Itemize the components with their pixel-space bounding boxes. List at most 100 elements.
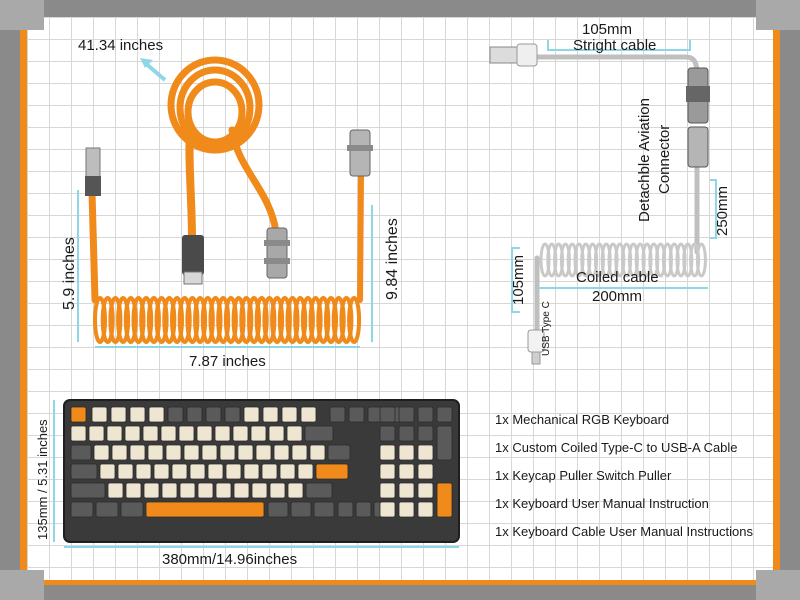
aviation-label: Detachble Aviation [636,98,653,222]
keycap [179,482,196,499]
keycap [255,444,272,461]
keycap [251,482,268,499]
coil-loop [231,296,246,344]
keycap [189,463,206,480]
keycap [125,482,142,499]
keycap [398,425,415,442]
coil-loop [347,296,362,344]
corner-top-right [756,0,800,30]
usb-c-plug-icon [85,147,101,196]
keycap [106,425,123,442]
coil-loop [293,296,308,344]
keycap [70,406,87,423]
keycap [201,444,218,461]
keycap [225,463,242,480]
coil-loop [285,296,300,344]
coil-loop [193,296,208,344]
keycap [167,406,184,423]
keycap [178,425,195,442]
orange-coiled-cable [88,56,364,304]
coil-loop [316,296,331,344]
keycap [379,444,396,461]
keycap [214,425,231,442]
list-item: 1x Mechanical RGB Keyboard [495,412,670,427]
coil-loop [262,296,277,344]
keycap [135,463,152,480]
keycap [417,482,434,499]
keycap [398,463,415,480]
coil-loop [162,296,177,344]
keycap [215,482,232,499]
coil-segment [93,296,362,344]
coil-loop [277,296,292,344]
corner-bottom-right [756,570,800,600]
keycap [107,482,124,499]
keycap [398,501,415,518]
coil-loop [247,296,261,344]
keycap [142,425,159,442]
arrow-up-left-icon [140,58,167,82]
keycap [417,425,434,442]
coil-loop [170,296,184,344]
keycap [417,444,434,461]
keycap [436,406,453,423]
usb-type-c-label: USB Type C [541,301,552,356]
keycap [398,406,415,423]
keycap [70,425,87,442]
keycap [88,425,105,442]
usb-a-plug-icon [182,235,204,285]
keycap [124,425,141,442]
keycap [99,463,116,480]
keycap [417,406,434,423]
aviation-connector-top [347,129,373,177]
keycap [205,406,222,423]
coil-loop [93,296,107,344]
keycap [313,501,335,518]
keycap [70,501,94,518]
keycap [297,463,314,480]
corner-bottom-left [0,570,44,600]
keycap [379,463,396,480]
keycap [379,425,396,442]
keycap [243,406,260,423]
coil-loop [177,296,192,344]
keycap [309,444,326,461]
keycap [161,482,178,499]
connector-label: Connector [656,124,673,194]
coil-loop [695,242,707,278]
keycap [329,406,346,423]
keycap [348,406,365,423]
keycap [269,482,286,499]
keycap [117,463,134,480]
keycap [93,444,110,461]
keycap [287,482,304,499]
keycap [120,501,144,518]
keycap [250,425,267,442]
usb-a-plug-right [489,43,538,67]
coil-loop [154,296,169,344]
keycap [268,425,285,442]
keycap [147,444,164,461]
keycap [183,444,200,461]
dimension-lines-keyboard [53,400,459,548]
keycap [279,463,296,480]
keycap [267,501,289,518]
keycap [196,425,213,442]
coil-loop [254,296,269,344]
keycap [95,501,119,518]
keycap [327,444,351,461]
keycap [232,425,249,442]
coil-loop [146,296,161,344]
keycap [186,406,203,423]
keycap [111,444,128,461]
keyboard [63,399,460,543]
straight-cable-label: Stright cable [573,37,657,54]
keycap [145,501,265,518]
coil-width-label: 7.87 inches [189,353,266,370]
coil-loop [185,296,200,344]
keycap [237,444,254,461]
coil-loop [300,296,315,344]
coil-loop [116,296,131,344]
keycap [160,425,177,442]
coil-loop [123,296,138,344]
